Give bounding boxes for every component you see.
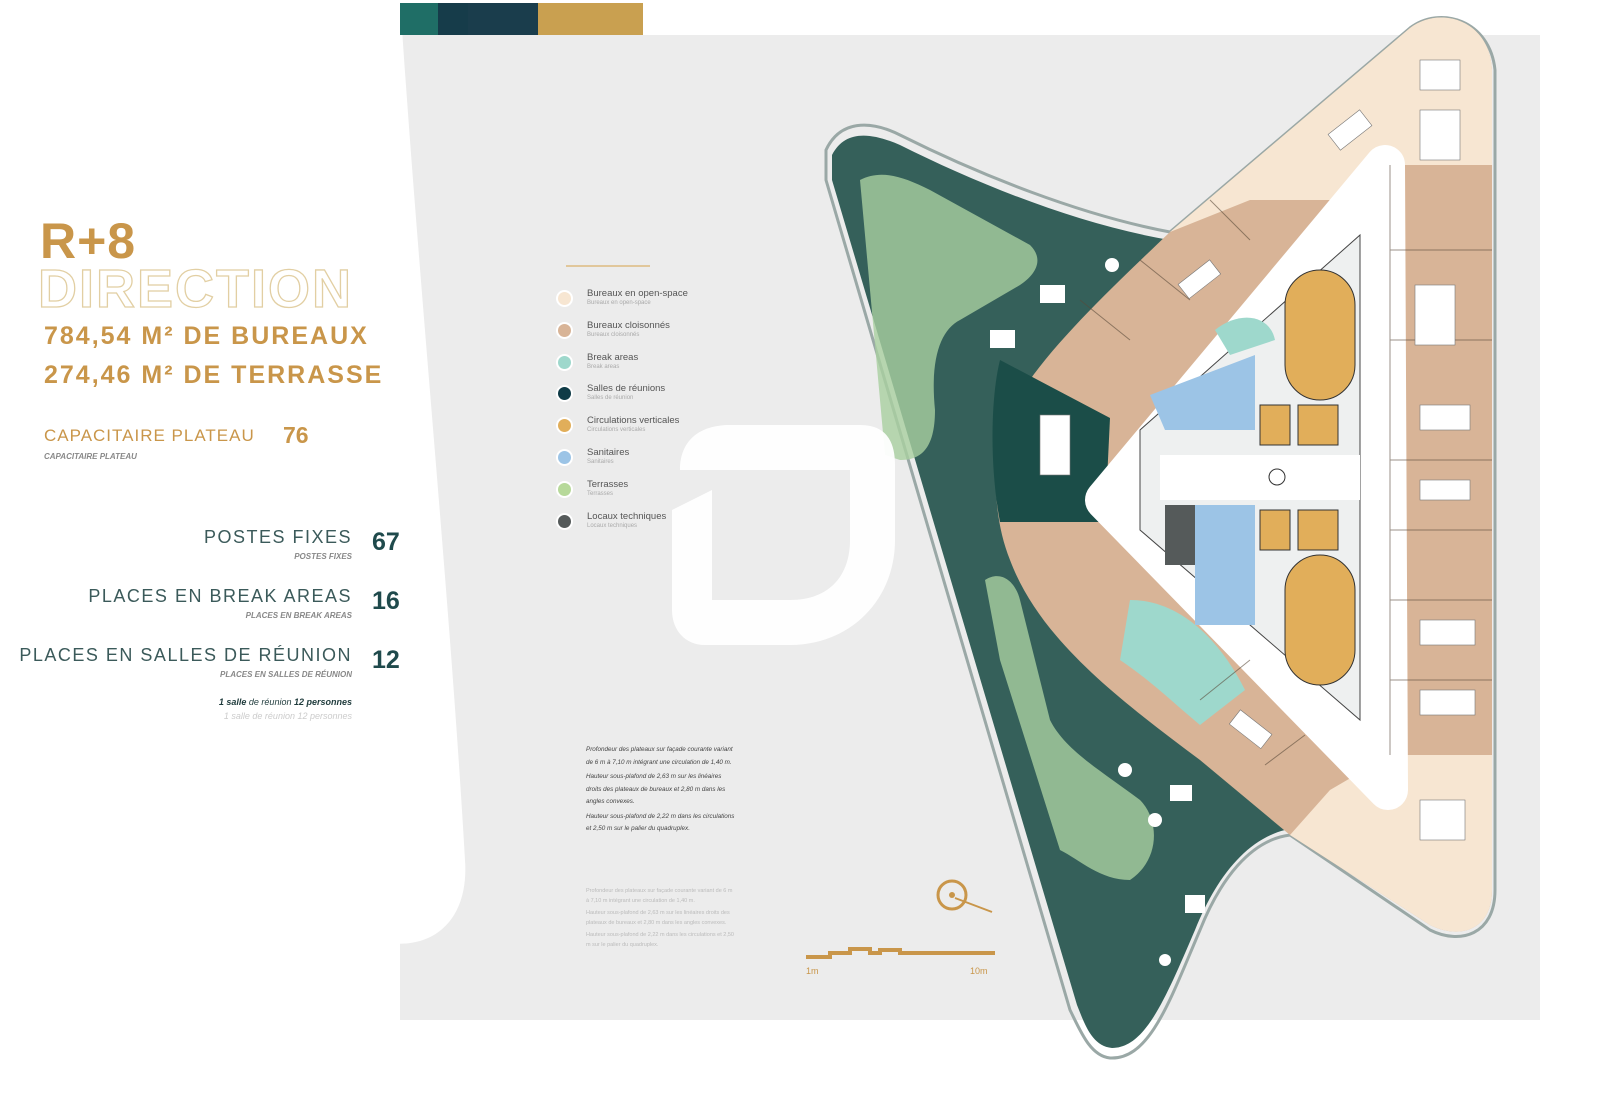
floor-name: DIRECTION bbox=[37, 258, 353, 319]
stat-label: PLACES EN BREAK AREAS bbox=[88, 586, 352, 606]
legend-sublabel: Break areas bbox=[587, 363, 620, 370]
stat-value: 16 bbox=[372, 587, 400, 615]
legend-swatch bbox=[556, 353, 573, 371]
note-ghost: Profondeur des plateaux sur façade coura… bbox=[586, 888, 733, 904]
terrace-furniture bbox=[990, 258, 1205, 966]
break-area-south bbox=[1120, 600, 1245, 725]
legend-sublabel: Salles de réunion bbox=[587, 395, 634, 402]
building-outline bbox=[824, 16, 1497, 1060]
break-area-north bbox=[1215, 317, 1275, 355]
legend-swatch bbox=[556, 290, 573, 307]
elevator bbox=[1297, 404, 1339, 446]
legend-label: Break areas bbox=[587, 351, 639, 363]
note-suffix: 12 personnes bbox=[293, 697, 352, 707]
note-ghost: Hauteur sous-plafond de 2,63 m sur les l… bbox=[586, 910, 730, 926]
stat-sublabel: POSTES FIXES bbox=[294, 552, 352, 561]
left-panel bbox=[0, 0, 466, 944]
technical-notes: Profondeur des plateaux sur façade coura… bbox=[586, 744, 736, 838]
header-color-bar bbox=[400, 3, 643, 35]
legend-sublabel: Terrasses bbox=[587, 490, 614, 497]
elevator bbox=[1297, 509, 1339, 551]
scale-bar bbox=[806, 947, 995, 959]
partition-lines bbox=[1079, 165, 1492, 766]
capacity-sublabel: CAPACITAIRE PLATEAU bbox=[44, 452, 137, 461]
legend-swatch bbox=[556, 448, 573, 466]
legend-label: Terrasses bbox=[587, 478, 629, 490]
legend-swatch bbox=[556, 480, 573, 498]
planter-north bbox=[860, 174, 1038, 460]
legend-sublabel: Sanitaires bbox=[587, 458, 614, 465]
scale-min-label: 1m bbox=[806, 966, 819, 976]
capacity-value: 76 bbox=[283, 422, 309, 448]
sanitaires-south bbox=[1195, 505, 1255, 625]
stat-value: 12 bbox=[372, 646, 400, 674]
stat-label: PLACES EN SALLES DE RÉUNION bbox=[19, 645, 352, 665]
legend-label: Salles de réunions bbox=[587, 383, 666, 395]
legend-swatch bbox=[556, 385, 573, 403]
note-ghost: Hauteur sous-plafond de 2,22 m dans les … bbox=[586, 932, 734, 948]
core-symbol bbox=[1268, 468, 1286, 486]
legend-swatch bbox=[556, 417, 573, 435]
office-area: 784,54 M² DE BUREAUX bbox=[44, 322, 369, 350]
stair-north bbox=[1284, 269, 1356, 401]
north-arrow-icon bbox=[936, 879, 993, 913]
technical-notes-ghost: Profondeur des plateaux sur façade coura… bbox=[586, 886, 736, 952]
watermark-logo bbox=[672, 425, 895, 645]
sanitaires-north bbox=[1150, 355, 1255, 430]
terrace-area-label: 274,46 M² DE TERRASSE bbox=[44, 361, 384, 389]
open-space-north bbox=[1170, 17, 1492, 232]
technical-room bbox=[1165, 505, 1195, 565]
note: Hauteur sous-plafond de 2,63 m sur les l… bbox=[586, 773, 726, 805]
legend-label: Bureaux en open-space bbox=[587, 288, 688, 299]
stair-south bbox=[1284, 554, 1356, 686]
level-title: R+8 bbox=[40, 213, 137, 269]
note-middle: de réunion bbox=[246, 697, 294, 707]
legend-swatch bbox=[556, 321, 573, 339]
core-lobby bbox=[1160, 455, 1360, 500]
stat-label: POSTES FIXES bbox=[203, 527, 352, 547]
legend-label: Bureaux cloisonnés bbox=[587, 319, 670, 331]
meeting-room-note: 1 salle de réunion 12 personnes bbox=[219, 697, 352, 707]
open-space-south bbox=[1290, 755, 1492, 932]
note-prefix: 1 salle bbox=[218, 697, 247, 707]
legend-label: Locaux techniques bbox=[587, 510, 667, 522]
scale-max-label: 10m bbox=[970, 966, 988, 976]
elevator bbox=[1259, 404, 1291, 446]
legend-swatch bbox=[556, 512, 573, 530]
elevator bbox=[1259, 509, 1291, 551]
capacity-label: CAPACITAIRE PLATEAU bbox=[44, 426, 255, 445]
planter-south bbox=[985, 576, 1154, 880]
note: Hauteur sous-plafond de 2,22 m dans les … bbox=[586, 812, 735, 833]
legend-sublabel: Bureaux cloisonnés bbox=[587, 331, 640, 338]
meeting-room-note-ghost: 1 salle de réunion 12 personnes bbox=[223, 711, 352, 721]
legend-label: Circulations verticales bbox=[587, 415, 680, 427]
legend-label: Sanitaires bbox=[587, 446, 630, 458]
desks bbox=[1039, 59, 1476, 841]
legend-sublabel: Bureaux en open-space bbox=[587, 300, 651, 306]
stat-value: 67 bbox=[372, 528, 400, 556]
stat-sublabel: PLACES EN SALLES DE RÉUNION bbox=[219, 670, 352, 679]
legend-sublabel: Circulations verticales bbox=[587, 427, 646, 434]
legend-sublabel: Locaux techniques bbox=[587, 522, 638, 529]
note: Profondeur des plateaux sur façade coura… bbox=[586, 746, 733, 766]
stat-sublabel: PLACES EN BREAK AREAS bbox=[245, 611, 352, 620]
